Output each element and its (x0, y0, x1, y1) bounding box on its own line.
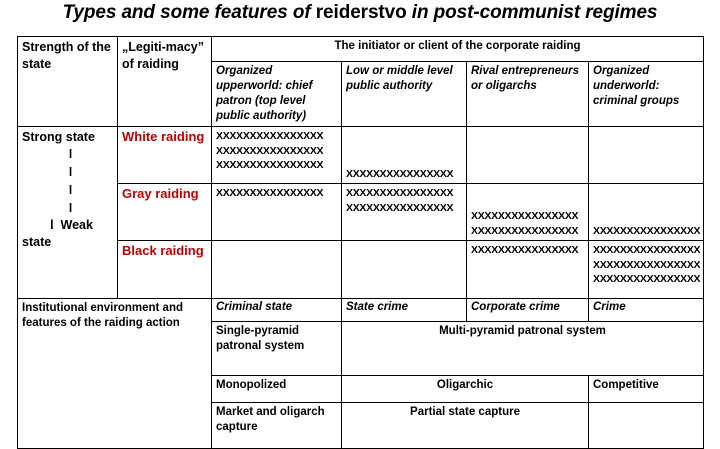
table-header-row-1: Strength of the state „Legiti-macy” of r… (17, 36, 704, 127)
x-mark: XXXXXXXXXXXXXXXX (346, 167, 454, 180)
main-table-wrapper: Strength of the state „Legiti-macy” of r… (17, 36, 704, 449)
header-initiator-organized-underworld: Organized underworld: criminal groups (588, 61, 704, 127)
crime-type-state-crime: State crime (341, 298, 467, 322)
strength-weak-row: l Weak (22, 217, 115, 234)
market-competitive: Competitive (588, 375, 704, 403)
header-legitimacy-of-raiding: „Legiti-macy” of raiding (117, 36, 212, 127)
cell-white-rival (466, 126, 589, 184)
x-mark: XXXXXXXXXXXXXXXX (216, 159, 324, 171)
strength-weak-label-2: state (22, 235, 52, 249)
cell-gray-underworld: XXXXXXXXXXXXXXXX (588, 183, 704, 241)
patronal-multi-pyramid: Multi-pyramid patronal system (341, 321, 704, 376)
patronal-single-pyramid: Single-pyramid patronal system (211, 321, 342, 376)
header-initiator-rival-entrepreneurs: Rival entrepreneurs or oligarchs (466, 61, 589, 127)
table-row-gray-raiding: Gray raiding XXXXXXXXXXXXXXXX XXXXXXXXXX… (18, 183, 704, 241)
title-part1: Types and some features of (62, 2, 316, 23)
x-mark: XXXXXXXXXXXXXXXX (216, 130, 324, 142)
cell-gray-upperworld: XXXXXXXXXXXXXXXX (211, 183, 342, 241)
strength-strong-label: Strong state (22, 130, 95, 144)
capture-empty (588, 402, 704, 449)
raiding-type-black: Black raiding (117, 240, 212, 299)
x-mark: XXXXXXXXXXXXXXXX (471, 244, 579, 256)
header-initiator-span: The initiator or client of the corporate… (211, 36, 704, 62)
x-mark: XXXXXXXXXXXXXXXX (216, 144, 324, 157)
page-title: Types and some features of reiderstvo in… (0, 2, 720, 24)
header-initiator-organized-upperworld: Organized upperworld: chief patron (top … (211, 61, 342, 127)
cell-white-low-middle: XXXXXXXXXXXXXXXX (341, 126, 467, 184)
cell-black-low-middle (341, 240, 467, 299)
x-mark: XXXXXXXXXXXXXXXX (593, 273, 701, 285)
capture-partial-state: Partial state capture (341, 402, 589, 449)
table-row-white-raiding: Strong state l l l l l Weak state White … (17, 126, 704, 299)
capture-market-oligarch: Market and oligarch capture (211, 402, 342, 449)
strength-bar-5: l (50, 218, 54, 232)
cell-white-upperworld: XXXXXXXXXXXXXXXX XXXXXXXXXXXXXXXX XXXXXX… (211, 126, 342, 184)
cell-black-rival: XXXXXXXXXXXXXXXX (466, 240, 589, 299)
strength-bar-1: l (68, 147, 73, 161)
x-mark: XXXXXXXXXXXXXXXX (471, 224, 579, 237)
strength-bar-3: l (68, 183, 73, 197)
x-mark: XXXXXXXXXXXXXXXX (346, 201, 454, 214)
crime-type-crime: Crime (588, 298, 704, 322)
strength-scale-cell: Strong state l l l l l Weak state (17, 126, 118, 299)
header-strength-label: Strength of the state (22, 40, 111, 71)
header-legitimacy-label: „Legiti-macy” of raiding (122, 40, 204, 71)
crime-type-corporate-crime: Corporate crime (466, 298, 589, 322)
table-row-black-raiding: Black raiding XXXXXXXXXXXXXXXX XXXXXXXXX… (18, 240, 704, 299)
strength-weak-label: Weak (60, 218, 93, 232)
x-mark: XXXXXXXXXXXXXXXX (593, 224, 701, 237)
raiding-type-gray-label: Gray raiding (122, 186, 199, 201)
x-mark: XXXXXXXXXXXXXXXX (216, 187, 324, 199)
features-matrix-table: Strength of the state „Legiti-macy” of r… (17, 36, 704, 449)
market-oligarchic: Oligarchic (341, 375, 589, 403)
cell-gray-low-middle: XXXXXXXXXXXXXXXX XXXXXXXXXXXXXXXX (341, 183, 467, 241)
strength-scale: Strong state l l l l l Weak state (22, 129, 115, 296)
raiding-type-gray: Gray raiding (117, 183, 212, 241)
table-row-patronal-system: Single-pyramid patronal system Multi-pyr… (18, 321, 704, 376)
x-mark: XXXXXXXXXXXXXXXX (593, 258, 701, 271)
table-row-crime-types: Institutional environment and features o… (17, 298, 704, 449)
x-mark: XXXXXXXXXXXXXXXX (593, 244, 701, 256)
crime-type-criminal-state: Criminal state (211, 298, 342, 322)
market-monopolized: Monopolized (211, 375, 342, 403)
x-mark: XXXXXXXXXXXXXXXX (471, 210, 579, 222)
header-strength-of-state: Strength of the state (17, 36, 118, 127)
cell-black-upperworld (211, 240, 342, 299)
institutional-environment-cell: Institutional environment and features o… (17, 298, 212, 449)
header-initiator-low-middle-authority: Low or middle level public authority (341, 61, 467, 127)
strength-bar-2: l (68, 165, 73, 179)
x-mark: XXXXXXXXXXXXXXXX (346, 187, 454, 199)
strength-bar-4: l (68, 201, 73, 215)
raiding-type-black-label: Black raiding (122, 243, 204, 258)
title-emphasis-reiderstvo: reiderstvo (315, 2, 407, 23)
title-part2: in post-communist regimes (406, 2, 658, 23)
raiding-type-white-label: White raiding (122, 129, 205, 144)
cell-gray-rival: XXXXXXXXXXXXXXXX XXXXXXXXXXXXXXXX (466, 183, 589, 241)
raiding-type-white: White raiding (117, 126, 212, 184)
cell-black-underworld: XXXXXXXXXXXXXXXX XXXXXXXXXXXXXXXX XXXXXX… (588, 240, 704, 299)
table-header-row-2: Organized upperworld: chief patron (top … (18, 61, 704, 127)
cell-white-underworld (588, 126, 704, 184)
